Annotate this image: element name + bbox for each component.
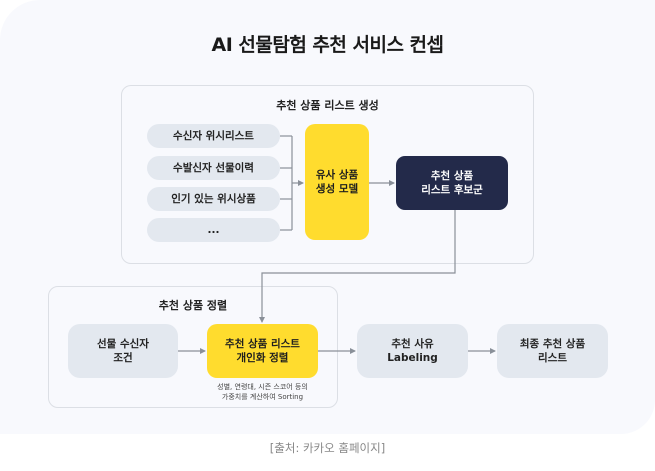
sorting-note: 성별, 연령대, 시즌 스코어 등의 가중치를 계산하여 Sorting <box>217 383 308 402</box>
final-recommendation-list: 최종 추천 상품 리스트 <box>497 324 608 378</box>
similar-item-model: 유사 상품 생성 모델 <box>305 124 369 240</box>
personalized-sorting: 추천 상품 리스트 개인화 정렬 <box>207 324 318 378</box>
candidate-list: 추천 상품 리스트 후보군 <box>396 156 508 210</box>
diagram-title: AI 선물탐험 추천 서비스 컨셉 <box>211 34 444 56</box>
input-recipient-wishlist: 수신자 위시리스트 <box>147 124 280 148</box>
group-title-generation: 추천 상품 리스트 생성 <box>276 99 379 112</box>
input-gift-history: 수발신자 선물이력 <box>147 156 280 180</box>
reason-labeling: 추천 사유 Labeling <box>357 324 468 378</box>
input-more: ... <box>147 218 280 242</box>
recipient-condition: 선물 수신자 조건 <box>68 324 178 378</box>
source-caption: [출처: 카카오 홈페이지] <box>269 441 386 455</box>
input-popular-wish-items: 인기 있는 위시상품 <box>147 187 280 211</box>
group-title-sorting: 추천 상품 정렬 <box>158 299 228 312</box>
